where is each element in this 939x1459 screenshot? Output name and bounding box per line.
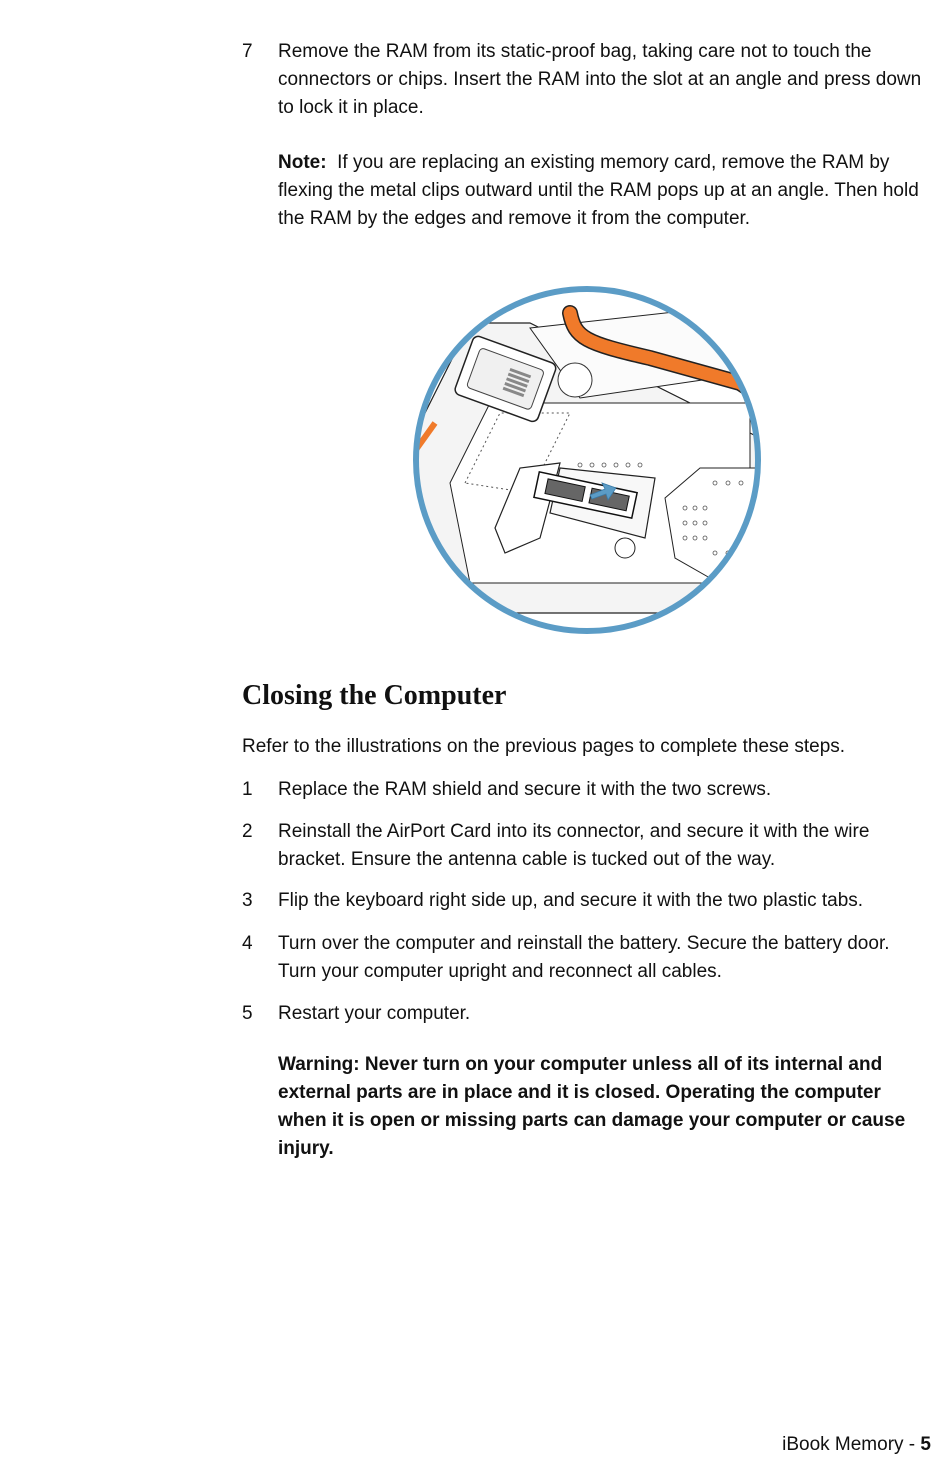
note-paragraph: Note: If you are replacing an existing m… [278, 149, 932, 233]
step-number: 4 [242, 933, 253, 954]
page-footer: iBook Memory - 5 [782, 1431, 931, 1459]
step-1: 1 Replace the RAM shield and secure it w… [242, 776, 932, 804]
footer-title: iBook Memory - [782, 1434, 921, 1455]
step-number: 3 [242, 890, 253, 911]
warning-text: Warning: Never turn on your computer unl… [278, 1054, 906, 1159]
section-intro: Refer to the illustrations on the previo… [242, 736, 846, 757]
step-3: 3 Flip the keyboard right side up, and s… [242, 887, 932, 915]
section-heading: Closing the Computer [242, 680, 507, 711]
step-2: 2 Reinstall the AirPort Card into its co… [242, 818, 932, 874]
step-5: 5 Restart your computer. [242, 1000, 932, 1028]
step-text: Reinstall the AirPort Card into its conn… [278, 821, 870, 870]
step-number: 7 [242, 41, 253, 62]
ram-installation-illustration [413, 286, 761, 634]
step-number: 2 [242, 821, 253, 842]
step-text: Replace the RAM shield and secure it wit… [278, 779, 772, 800]
step-7: 7 Remove the RAM from its static-proof b… [242, 38, 932, 122]
step-text: Remove the RAM from its static-proof bag… [278, 41, 922, 118]
step-text: Restart your computer. [278, 1003, 471, 1024]
note-label: Note: [278, 152, 327, 173]
page-number: 5 [920, 1434, 931, 1455]
step-number: 1 [242, 779, 253, 800]
step-number: 5 [242, 1003, 253, 1024]
note-text: If you are replacing an existing memory … [278, 152, 919, 229]
step-text: Flip the keyboard right side up, and sec… [278, 890, 864, 911]
airport-card [454, 335, 557, 423]
step-4: 4 Turn over the computer and reinstall t… [242, 930, 932, 986]
step-text: Turn over the computer and reinstall the… [278, 933, 890, 982]
